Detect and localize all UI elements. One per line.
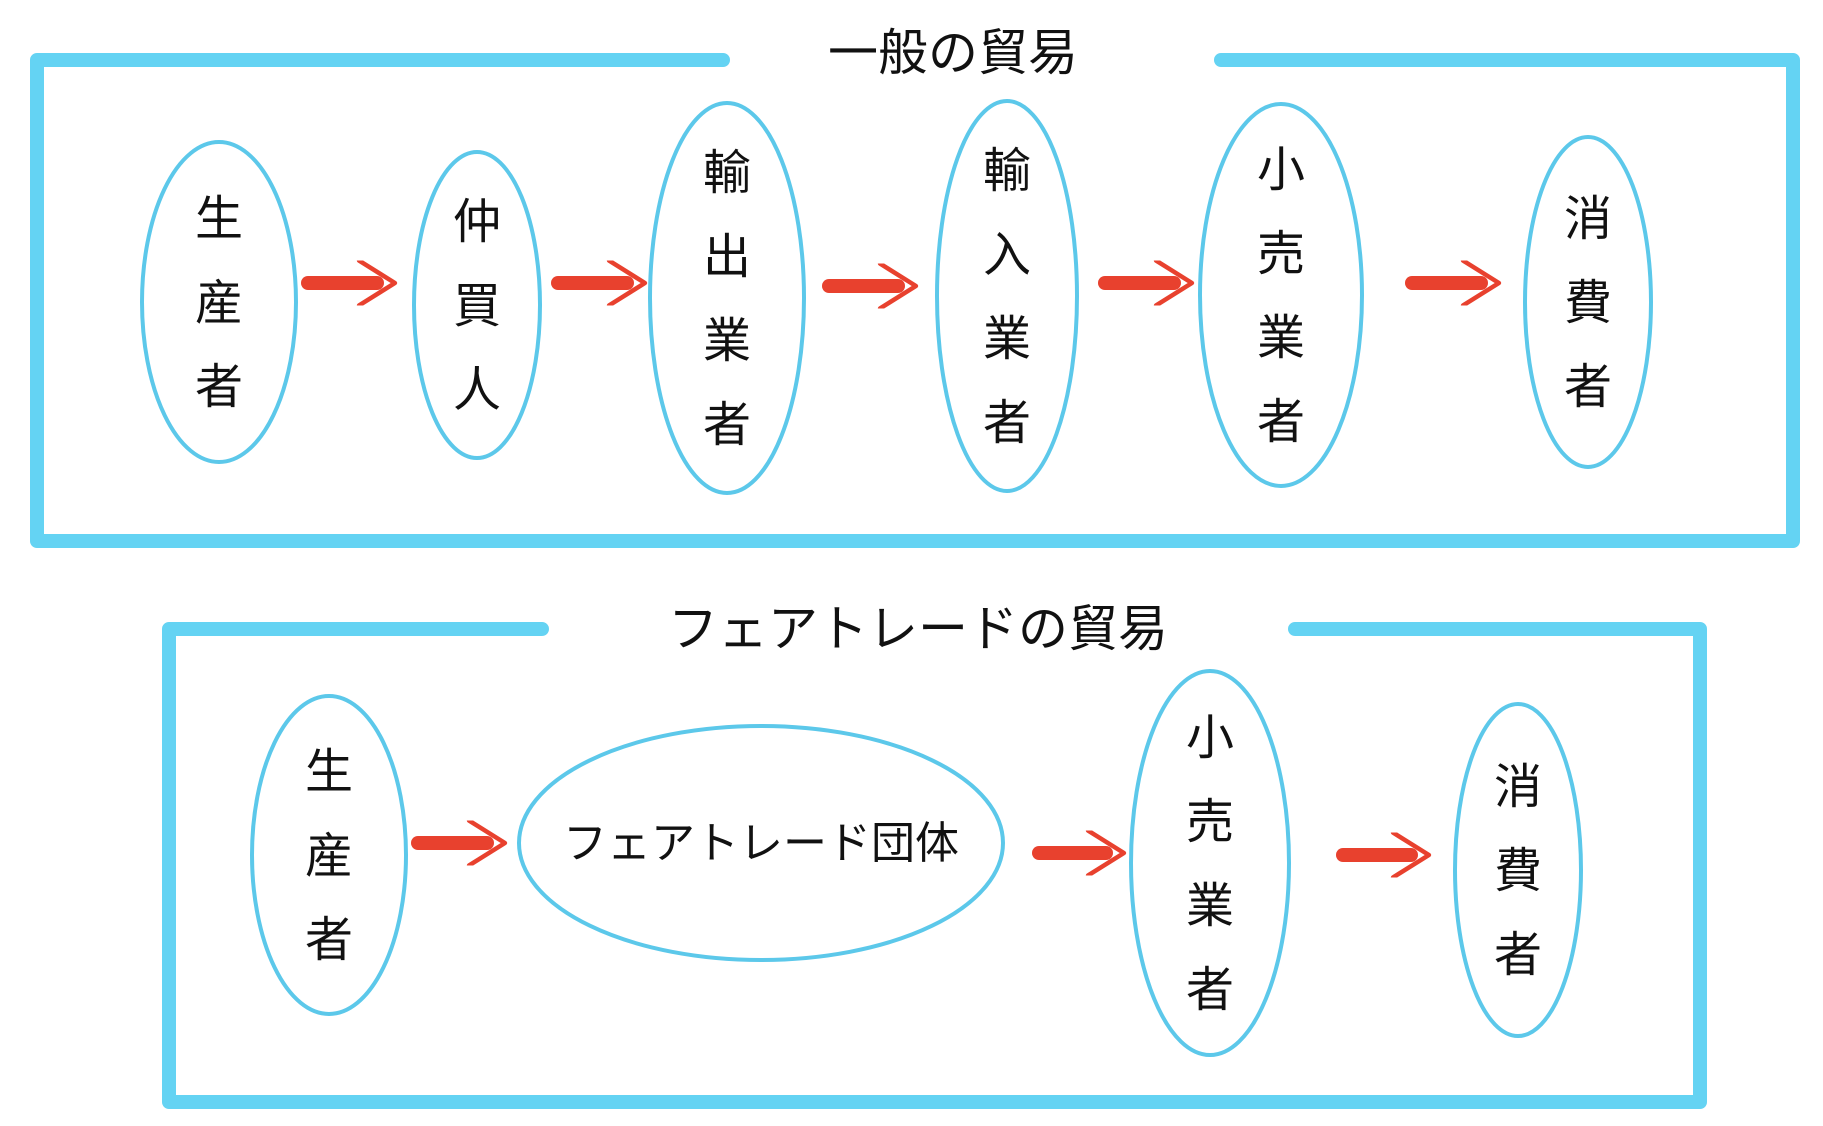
- general-trade-node: 仲買人: [412, 150, 542, 460]
- fair-trade-node: 小売業者: [1129, 669, 1291, 1057]
- general-trade-node-label: 輸出業者: [703, 145, 751, 453]
- general-trade-node: 生産者: [140, 140, 298, 464]
- fair-trade-title: フェアトレードの貿易: [668, 600, 1168, 658]
- general-trade-node-label: 輸入業者: [983, 143, 1031, 451]
- general-trade-node-label: 仲買人: [453, 194, 501, 418]
- fair-trade-frame: [162, 622, 1707, 1109]
- general-trade-section: 一般の貿易 生産者 仲買人 輸出業者 輸入業者 小売業者 消費者: [30, 24, 1800, 548]
- general-trade-node-label: 生産者: [195, 191, 243, 415]
- fair-trade-node-label: 生産者: [305, 744, 353, 968]
- fair-trade-node-ellipse: [1129, 669, 1291, 1057]
- general-trade-node-ellipse: [1198, 102, 1364, 488]
- fair-trade-node-ellipse: [1453, 702, 1583, 1038]
- general-trade-title: 一般の貿易: [828, 24, 1078, 82]
- general-trade-node-ellipse: [140, 140, 298, 464]
- general-trade-node-label: 小売業者: [1257, 142, 1305, 450]
- fair-trade-node-label: フェアトレード団体: [563, 818, 959, 869]
- fair-trade-node: 消費者: [1453, 702, 1583, 1038]
- general-trade-node-label: 消費者: [1564, 191, 1612, 415]
- general-trade-node: 輸入業者: [935, 99, 1079, 493]
- general-trade-node-ellipse: [648, 101, 806, 495]
- general-trade-node: 小売業者: [1198, 102, 1364, 488]
- general-trade-frame: [30, 53, 1800, 548]
- general-trade-node-ellipse: [935, 99, 1079, 493]
- fair-trade-node-ellipse: [517, 724, 1005, 962]
- fair-trade-section: フェアトレードの貿易 生産者 フェアトレード団体 小売業者 消費者: [162, 600, 1707, 1109]
- fair-trade-node-ellipse: [250, 694, 408, 1016]
- fair-trade-node: フェアトレード団体: [517, 724, 1005, 962]
- general-trade-node-ellipse: [1523, 135, 1653, 469]
- fair-trade-node: 生産者: [250, 694, 408, 1016]
- general-trade-node: 輸出業者: [648, 101, 806, 495]
- general-trade-node: 消費者: [1523, 135, 1653, 469]
- fair-trade-node-label: 小売業者: [1186, 710, 1234, 1018]
- general-trade-node-ellipse: [412, 150, 542, 460]
- fair-trade-node-label: 消費者: [1494, 759, 1542, 983]
